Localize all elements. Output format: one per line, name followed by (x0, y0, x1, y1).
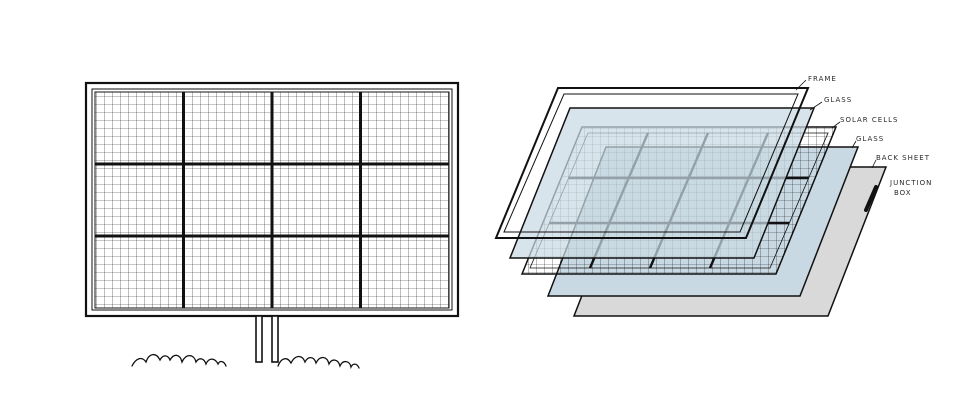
exploded-panel-layers (494, 87, 888, 317)
layer-frame-inner (503, 93, 799, 233)
installed-solar-panel (84, 81, 460, 370)
label-solar-cells: SOLAR CELLS (840, 116, 898, 124)
leader-lines (795, 79, 877, 169)
label-junction-box-line2: BOX (894, 189, 912, 197)
label-junction-box-line1: JUNCTION (889, 179, 932, 187)
panel-stand (255, 315, 279, 363)
label-glass-bottom: GLASS (856, 135, 884, 143)
panel-cell-dividers (95, 92, 449, 308)
ground-shrubs (131, 353, 360, 370)
layer-labels: FRAME GLASS SOLAR CELLS GLASS BACK SHEET… (808, 75, 932, 197)
label-glass-top: GLASS (824, 96, 852, 104)
layer-frame-outer (494, 87, 810, 239)
junction-box (864, 185, 878, 212)
panel-inner-frame (91, 88, 453, 311)
label-back-sheet: BACK SHEET (876, 154, 930, 162)
label-frame: FRAME (808, 75, 837, 83)
layer-glass-top (508, 107, 816, 259)
